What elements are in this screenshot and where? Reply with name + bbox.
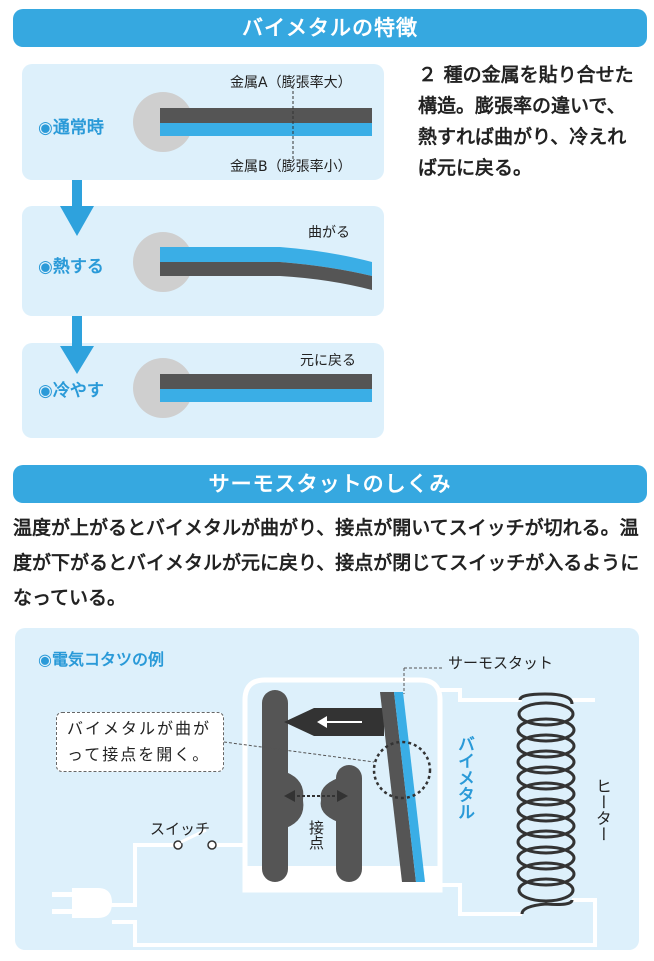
contact-label: 接点 [307,820,325,850]
bimetal-heated [133,232,372,292]
restore-note: 元に戻る [300,353,356,369]
switch-label: スイッチ [150,820,211,838]
section2-banner: サーモスタットのしくみ [13,465,647,503]
state-label-cool: ◉冷やす [38,381,104,401]
state-label-heat: ◉熱する [38,257,104,277]
bimetal-cooled [133,358,372,418]
bend-note: 曲がる [308,225,350,241]
bimetal-description: ２ 種の金属を貼り合せた構造。膨張率の違いで、熱すれば曲がり、冷えれば元に戻る。 [418,64,634,179]
metal-b-label: 金属B（膨張率小） [230,159,352,175]
arrow-down-icon [60,180,94,374]
metal-a-label: 金属A（膨張率大） [230,75,352,91]
section1-banner: バイメタルの特徴 [13,9,647,47]
thermostat-intro: 温度が上がるとバイメタルが曲がり、接点が開いてスイッチが切れる。温度が下がるとバ… [13,517,640,609]
bimetal-label: バイメタル [454,735,474,820]
state-label-normal: ◉通常時 [38,118,104,138]
callout-box: バイメタルが曲がって接点を開く。 [56,712,224,772]
thermostat-label: サーモスタット [448,654,554,672]
example-title: ◉電気コタツの例 [38,650,164,669]
bimetal-normal [133,86,372,162]
heater-label: ヒーター [593,778,612,842]
